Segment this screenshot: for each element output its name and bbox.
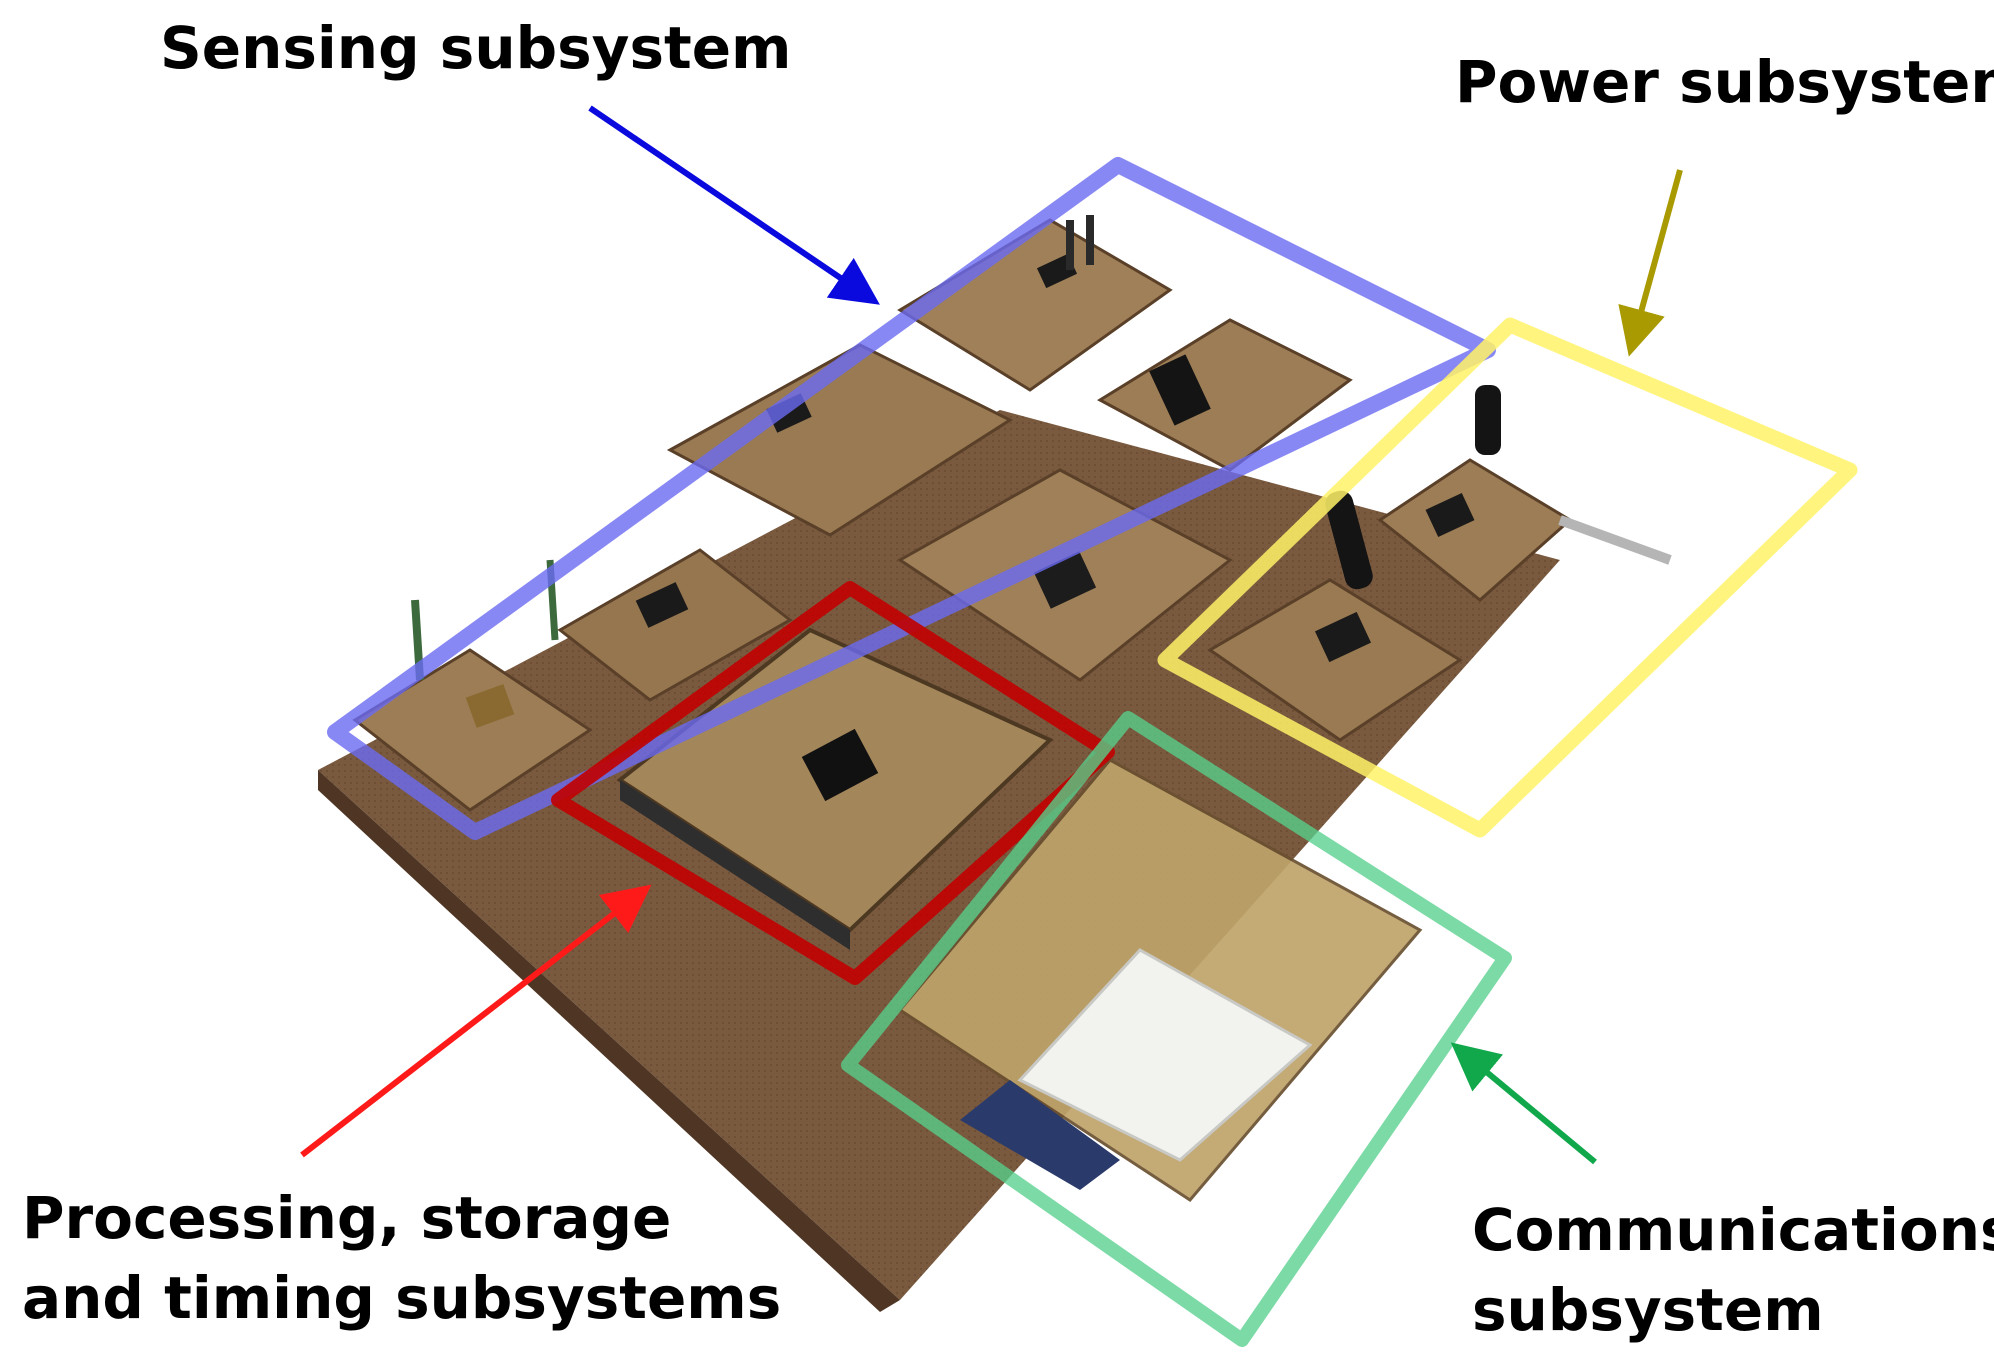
power-highlight-box: [1157, 317, 1858, 838]
processing-label-line-2: and timing subsystems: [22, 1264, 782, 1333]
sensing-arrow: [588, 105, 880, 305]
processing-storage-timing-label: Processing, storage and timing subsystem…: [22, 1178, 781, 1338]
communications-highlight-box: [841, 711, 1512, 1347]
power-subsystem-label: Power subsystem: [1455, 42, 1994, 122]
communications-arrow: [1450, 1042, 1597, 1165]
power-arrow: [1618, 169, 1683, 357]
sensing-subsystem-label: Sensing subsystem: [160, 8, 792, 88]
power-modules: [1207, 385, 1672, 742]
communications-label-line-1: Communications: [1472, 1196, 1994, 1264]
communications-label-line-2: subsystem: [1472, 1276, 1824, 1345]
communications-subsystem-label: Communications subsystem: [1472, 1190, 1994, 1350]
communications-module: [897, 758, 1423, 1202]
power-label-text: Power subsystem: [1455, 48, 1994, 116]
processing-label-line-1: Processing, storage: [22, 1184, 672, 1252]
sensing-label-text: Sensing subsystem: [160, 14, 792, 82]
processing-arrow: [300, 884, 652, 1158]
